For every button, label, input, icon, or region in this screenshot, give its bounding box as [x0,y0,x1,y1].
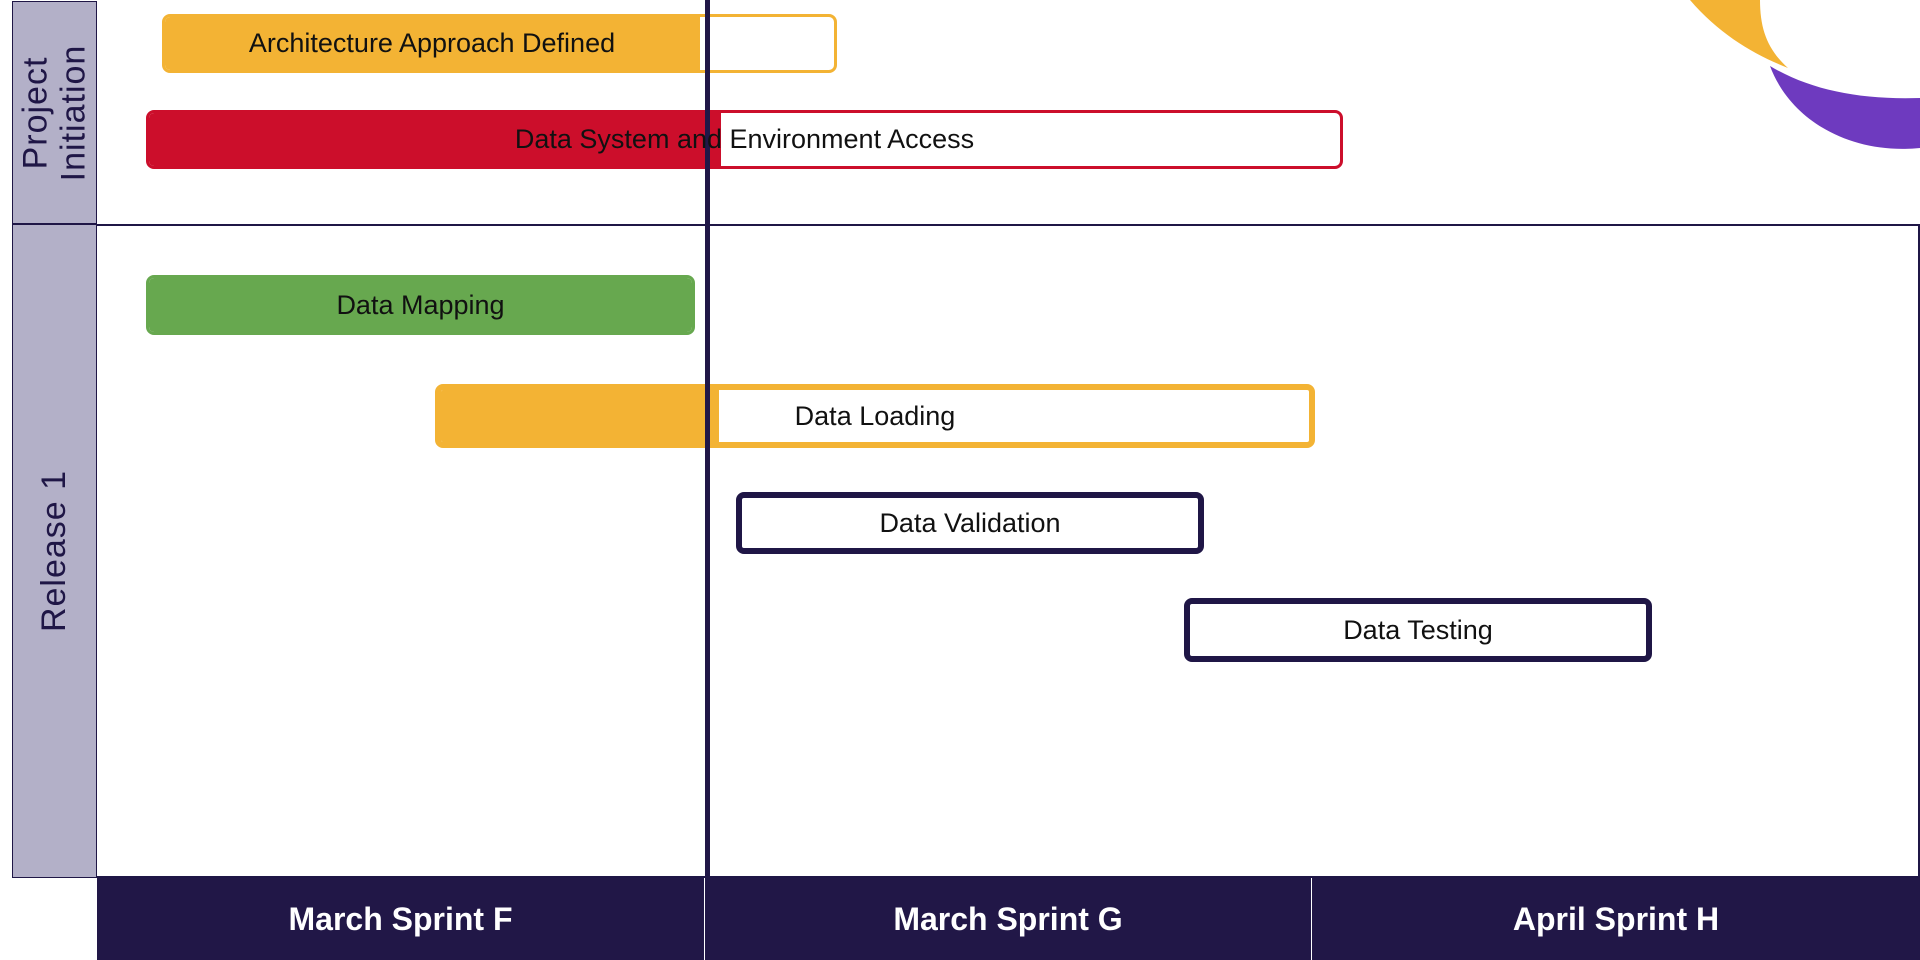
purple-arc-shape [1770,66,1920,149]
release-lane-right-border [1918,224,1920,878]
orange-arc-shape [1690,0,1788,68]
task-label: Data System and Environment Access [514,124,975,154]
task-progress-fill [149,113,721,166]
task-progress-fill [441,390,719,442]
lane-title-project-initiation: Project Initiation [16,44,93,181]
task-label: Architecture Approach Defined [248,28,616,58]
task-bar-architecture-approach[interactable]: Architecture Approach Defined [162,14,837,73]
task-bar-data-validation[interactable]: Data Validation [736,492,1204,554]
task-label: Data Testing [1343,614,1493,645]
sprint-column-april-h: April Sprint H [1312,878,1920,960]
task-label: Data Validation [879,507,1061,538]
sprint-column-march-g: March Sprint G [705,878,1311,960]
task-label: Data Mapping [336,289,505,320]
task-bar-data-loading[interactable]: Data Loading [435,384,1315,448]
lane-separator [97,224,1920,226]
task-bar-data-mapping[interactable]: Data Mapping [146,275,695,335]
task-label: Data Loading [794,400,956,431]
task-bar-data-system-access[interactable]: Data System and Environment Access [146,110,1343,169]
release-lane-bottom-border [97,876,1920,878]
lane-label-project-initiation: Project Initiation [12,1,97,224]
lane-title-release-1: Release 1 [35,469,74,633]
sprint-column-march-f: March Sprint F [97,878,704,960]
lane-label-release-1: Release 1 [12,224,97,878]
task-bar-data-testing[interactable]: Data Testing [1184,598,1652,662]
task-progress-fill [149,278,692,332]
task-progress-fill [165,17,701,70]
today-marker-line [705,0,710,878]
corner-decoration [1690,0,1920,149]
